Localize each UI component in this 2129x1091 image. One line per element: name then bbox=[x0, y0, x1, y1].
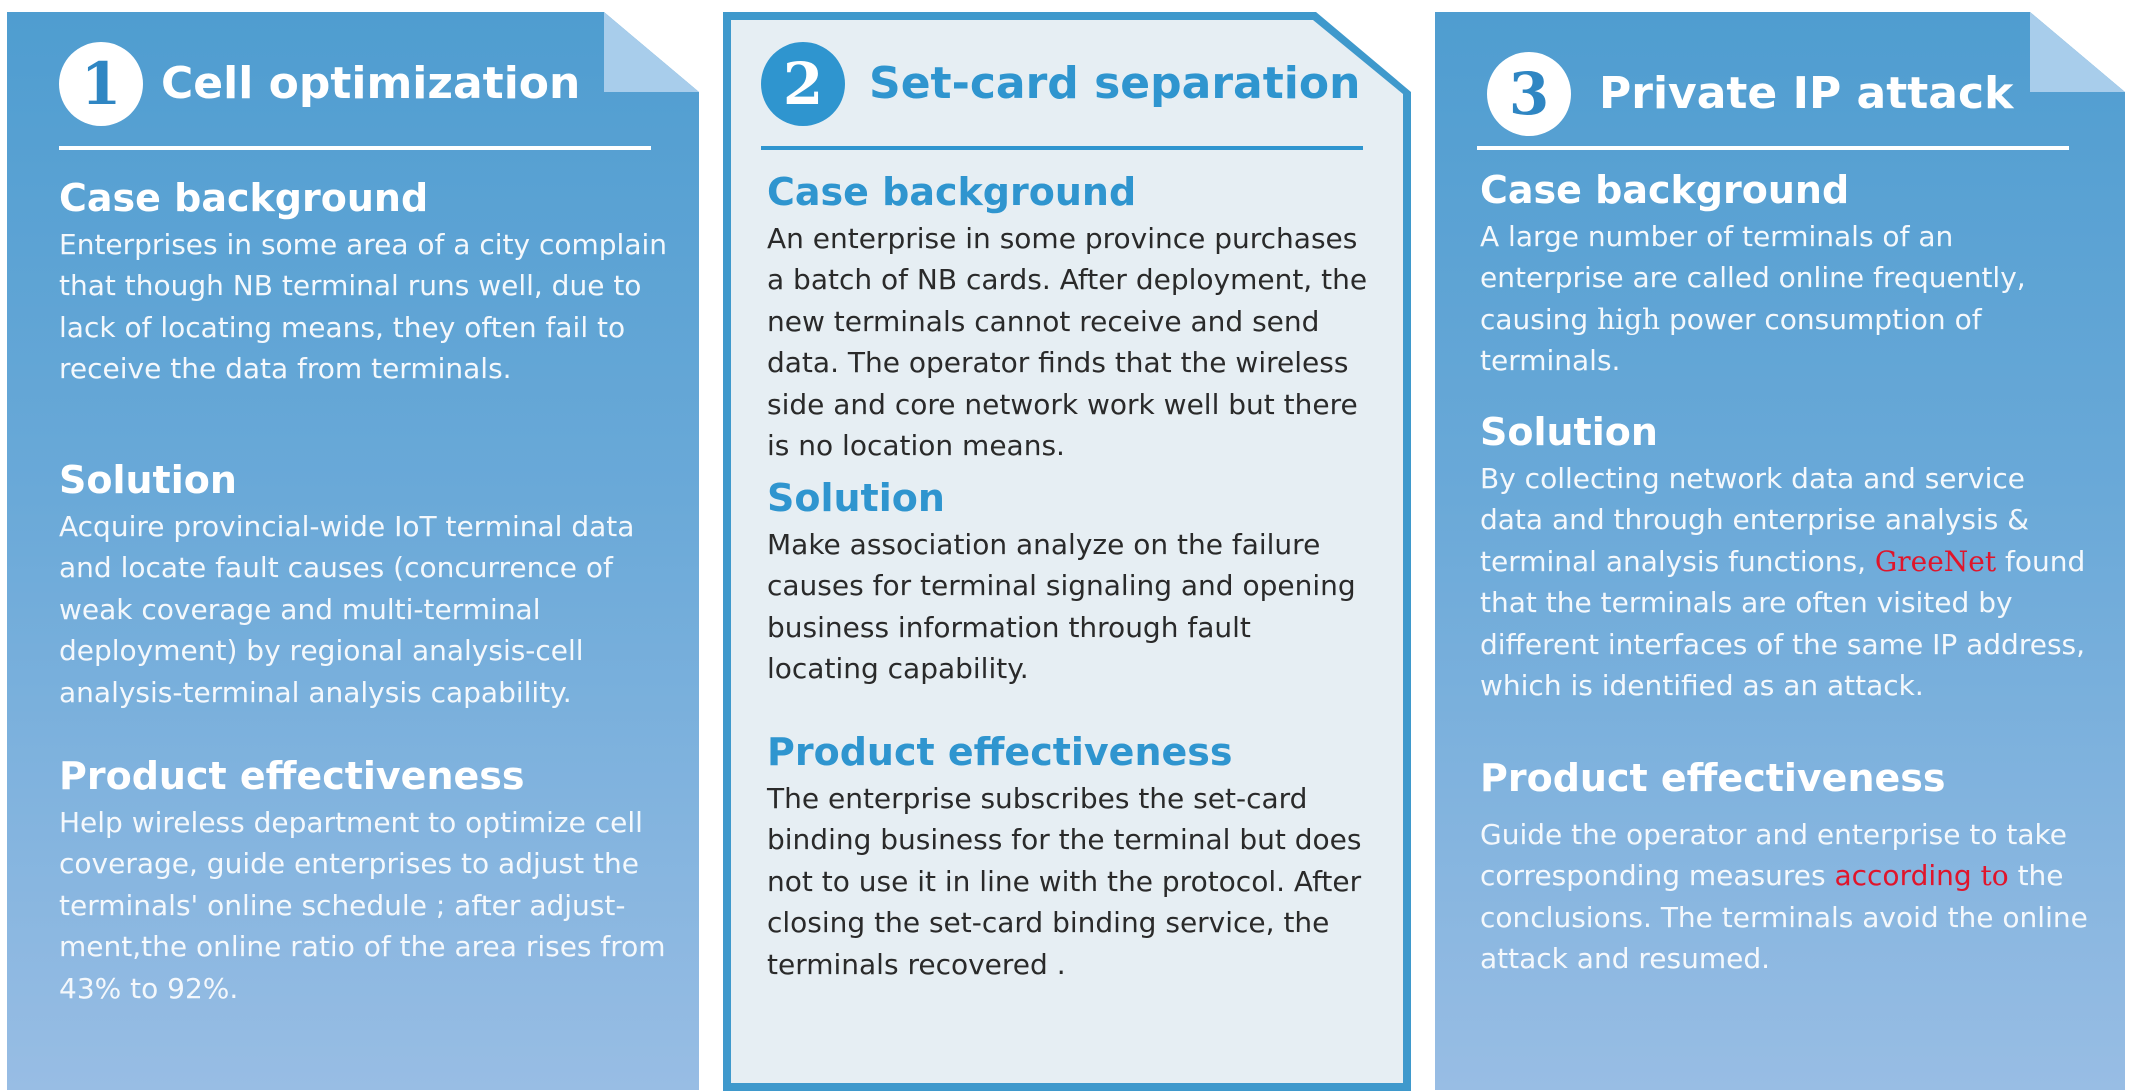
title-divider bbox=[761, 146, 1363, 150]
card-private-ip-attack: 3 Private IP attack Case background A la… bbox=[1435, 12, 2125, 1090]
brand-name-highlight: GreeNet bbox=[1874, 544, 1997, 578]
highlight-word: to bbox=[1971, 859, 2009, 893]
card-inner-panel: 2 Set-card separation Case background An… bbox=[731, 20, 1403, 1083]
page-fold-corner bbox=[604, 12, 699, 92]
number-badge: 3 bbox=[1487, 52, 1571, 136]
section-solution: Solution Acquire provincial-wide IoT ter… bbox=[59, 460, 671, 713]
section-heading: Product effectiveness bbox=[1480, 756, 1946, 800]
card-title: Set-card separation bbox=[869, 58, 1361, 109]
section-text: Help wireless department to optimize cel… bbox=[59, 805, 666, 1005]
page-fold-corner bbox=[2030, 12, 2125, 92]
styled-word: high bbox=[1597, 302, 1661, 336]
number-badge: 2 bbox=[761, 42, 845, 126]
section-text: The enterprise subscribes the set-card b… bbox=[767, 781, 1362, 981]
section-heading: Solution bbox=[767, 476, 945, 520]
title-divider bbox=[1477, 146, 2069, 150]
section-product-effectiveness: Product effectiveness The enterprise sub… bbox=[767, 732, 1371, 985]
section-text: A large number of terminals of an enterp… bbox=[1480, 219, 2026, 378]
section-case-background: Case background A large number of termin… bbox=[1480, 170, 2092, 382]
section-heading: Solution bbox=[1480, 410, 1658, 454]
section-text: Guide the operator and enterprise to tak… bbox=[1480, 817, 2088, 976]
section-solution: Solution Make association analyze on the… bbox=[767, 478, 1371, 690]
section-text: Make association analyze on the failure … bbox=[767, 527, 1356, 686]
section-heading: Case background bbox=[1480, 168, 1850, 212]
number-badge: 1 bbox=[59, 42, 143, 126]
section-heading: Case background bbox=[59, 176, 429, 220]
title-divider bbox=[59, 146, 651, 150]
section-product-effectiveness: Product effectiveness Guide the operator… bbox=[1480, 758, 2092, 980]
section-text: An enterprise in some province purchases… bbox=[767, 221, 1368, 463]
section-text: By collecting network data and service d… bbox=[1480, 461, 2086, 703]
card-title: Cell optimization bbox=[161, 58, 581, 109]
card-set-card-separation: 2 Set-card separation Case background An… bbox=[723, 12, 1411, 1091]
section-solution: Solution By collecting network data and … bbox=[1480, 412, 2092, 707]
section-heading: Solution bbox=[59, 458, 237, 502]
section-text: Acquire provincial-wide IoT terminal dat… bbox=[59, 509, 635, 709]
section-heading: Product effectiveness bbox=[767, 730, 1233, 774]
card-cell-optimization: 1 Cell optimization Case background Ente… bbox=[7, 12, 699, 1090]
section-case-background: Case background Enterprises in some area… bbox=[59, 178, 671, 390]
section-heading: Case background bbox=[767, 170, 1137, 214]
card-title: Private IP attack bbox=[1599, 68, 2014, 119]
section-heading: Product effectiveness bbox=[59, 754, 525, 798]
section-product-effectiveness: Product effectiveness Help wireless depa… bbox=[59, 756, 671, 1009]
section-text: Enterprises in some area of a city compl… bbox=[59, 227, 668, 386]
highlight-word: according bbox=[1834, 859, 1972, 893]
section-case-background: Case background An enterprise in some pr… bbox=[767, 172, 1371, 467]
